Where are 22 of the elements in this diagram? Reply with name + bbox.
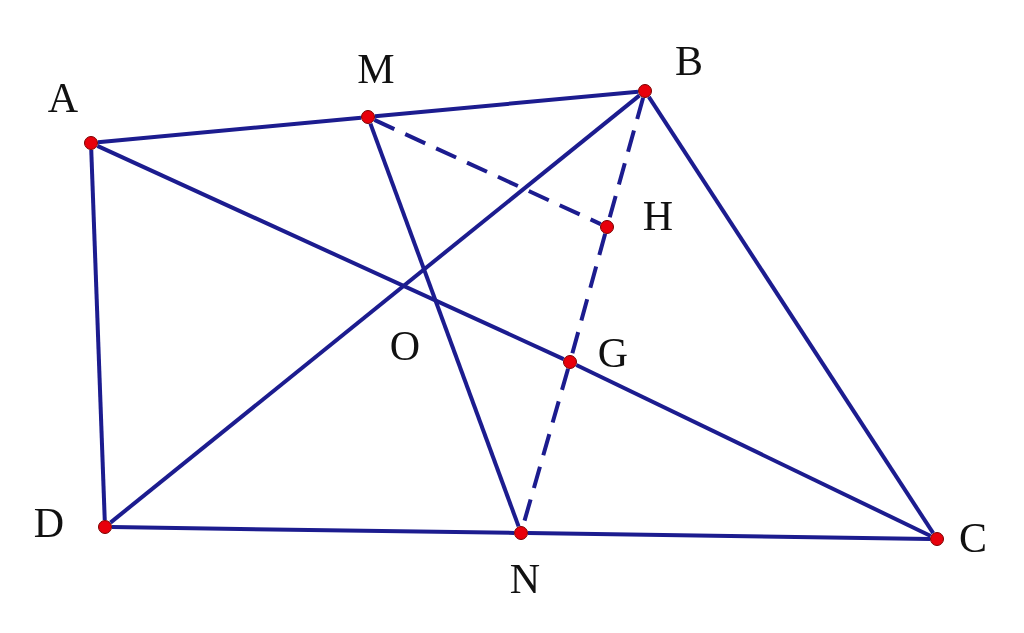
point-label: A xyxy=(47,76,79,120)
line-segment xyxy=(111,525,515,535)
point-label: D xyxy=(33,501,65,545)
point-label: B xyxy=(675,39,703,83)
point-label: C xyxy=(959,516,987,560)
line-segment xyxy=(97,115,362,145)
line-segment xyxy=(374,89,639,119)
point-label: M xyxy=(357,47,395,91)
line-segment xyxy=(575,363,932,538)
point-label: H xyxy=(642,194,674,238)
line-segment xyxy=(368,122,521,528)
line-segment xyxy=(89,149,107,521)
point-label: O xyxy=(389,324,421,368)
line-segment xyxy=(96,144,565,361)
dashed-segment xyxy=(373,118,602,226)
dashed-segment xyxy=(606,97,646,221)
line-segment xyxy=(647,95,935,535)
dashed-segment xyxy=(569,233,608,356)
line-segment xyxy=(109,93,641,525)
point-label: N xyxy=(509,557,541,601)
line-segment xyxy=(527,531,931,541)
point-label: G xyxy=(597,331,629,375)
